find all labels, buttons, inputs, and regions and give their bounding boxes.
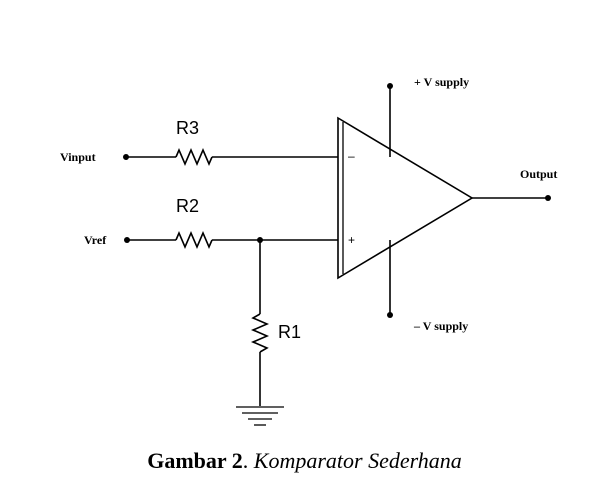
r2-resistor (175, 230, 213, 250)
r1-resistor (250, 313, 270, 353)
ground-icon (236, 406, 284, 426)
r3-resistor (175, 147, 213, 167)
output-label: Output (520, 167, 557, 181)
caption-separator: . (242, 448, 254, 473)
negative-supply-label: – V supply (413, 319, 468, 333)
positive-supply-label: + V supply (414, 75, 469, 89)
inverting-input-sign: – (348, 149, 355, 163)
r2-label: R2 (176, 196, 199, 216)
positive-supply-terminal (387, 83, 393, 89)
opamp-triangle (337, 116, 474, 280)
output-terminal (545, 195, 551, 201)
r3-label: R3 (176, 118, 199, 138)
negative-supply-terminal (387, 312, 393, 318)
vref-label: Vref (84, 233, 107, 247)
figure-number: Gambar 2 (147, 448, 243, 473)
figure-caption: Gambar 2. Komparator Sederhana (0, 448, 609, 474)
vinput-label: Vinput (60, 150, 96, 164)
figure-title: Komparator Sederhana (253, 448, 462, 473)
noninverting-input-sign: + (348, 233, 355, 247)
r1-label: R1 (278, 322, 301, 342)
